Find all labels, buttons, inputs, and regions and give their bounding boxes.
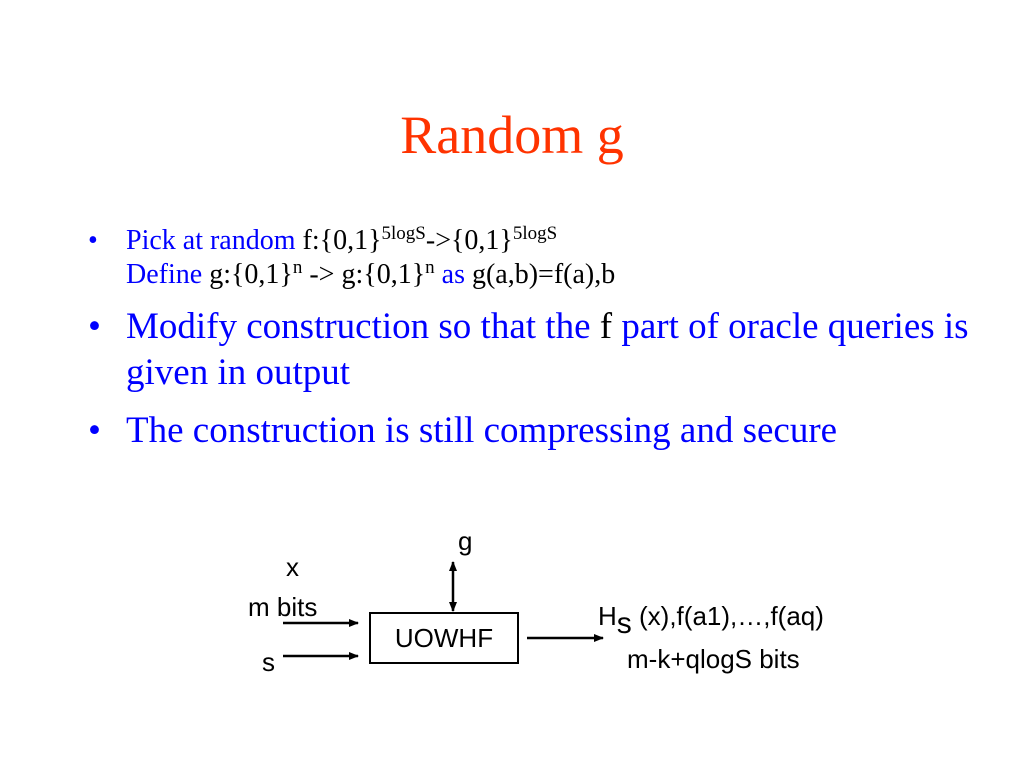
math-f-domain: f:{0,1} (302, 225, 382, 256)
math-sup: n (425, 257, 435, 278)
math-f: f (599, 306, 613, 347)
bullet-dot: • (88, 306, 101, 347)
bullet-modify-construction: • Modify construction so that the f part… (88, 304, 988, 396)
bullet-define-line: Define g:{0,1}n -> g:{0,1}n as g(a,b)=f(… (126, 258, 988, 292)
bullet-text: as (441, 259, 465, 290)
math-g-def: g(a,b)=f(a),b (471, 259, 616, 290)
output-label: Hs (x),f(a1),…,f(aq) (598, 601, 824, 639)
bullet-text: The construction is still compressing an… (126, 410, 838, 451)
bullet-text: Define (126, 259, 203, 290)
x-label: x (286, 552, 299, 582)
h-subscript: s (616, 607, 632, 640)
math-sup: 5logS (381, 223, 426, 244)
bullet-text: part of oracle queries is given in outpu… (126, 306, 969, 393)
bullet-dot: • (88, 410, 101, 451)
slide-title: Random g (400, 105, 624, 165)
bullet-list: • Pick at random f:{0,1}5logS->{0,1}5log… (88, 224, 988, 454)
math-f-range: ->{0,1} (425, 225, 513, 256)
math-g-range: -> g:{0,1} (309, 259, 426, 290)
m-bits-label: m bits (248, 592, 318, 622)
bullet-text: Modify construction so that the (126, 306, 591, 347)
uowhf-box: UOWHF (369, 612, 519, 664)
g-label: g (458, 526, 473, 556)
math-sup: n (292, 257, 303, 278)
output-values: (x),f(a1),…,f(aq) (639, 601, 824, 631)
math-g-domain: g:{0,1} (209, 259, 293, 290)
h-label: H (598, 601, 617, 631)
math-sup: 5logS (512, 223, 558, 244)
bullet-dot: • (88, 225, 98, 256)
s-label: s (262, 647, 275, 677)
bullet-pick-random: • Pick at random f:{0,1}5logS->{0,1}5log… (88, 224, 988, 292)
bullet-text: Pick at random (126, 225, 296, 256)
output-bits-label: m-k+qlogS bits (627, 644, 800, 674)
bullet-still-compressing: • The construction is still compressing … (88, 408, 988, 454)
